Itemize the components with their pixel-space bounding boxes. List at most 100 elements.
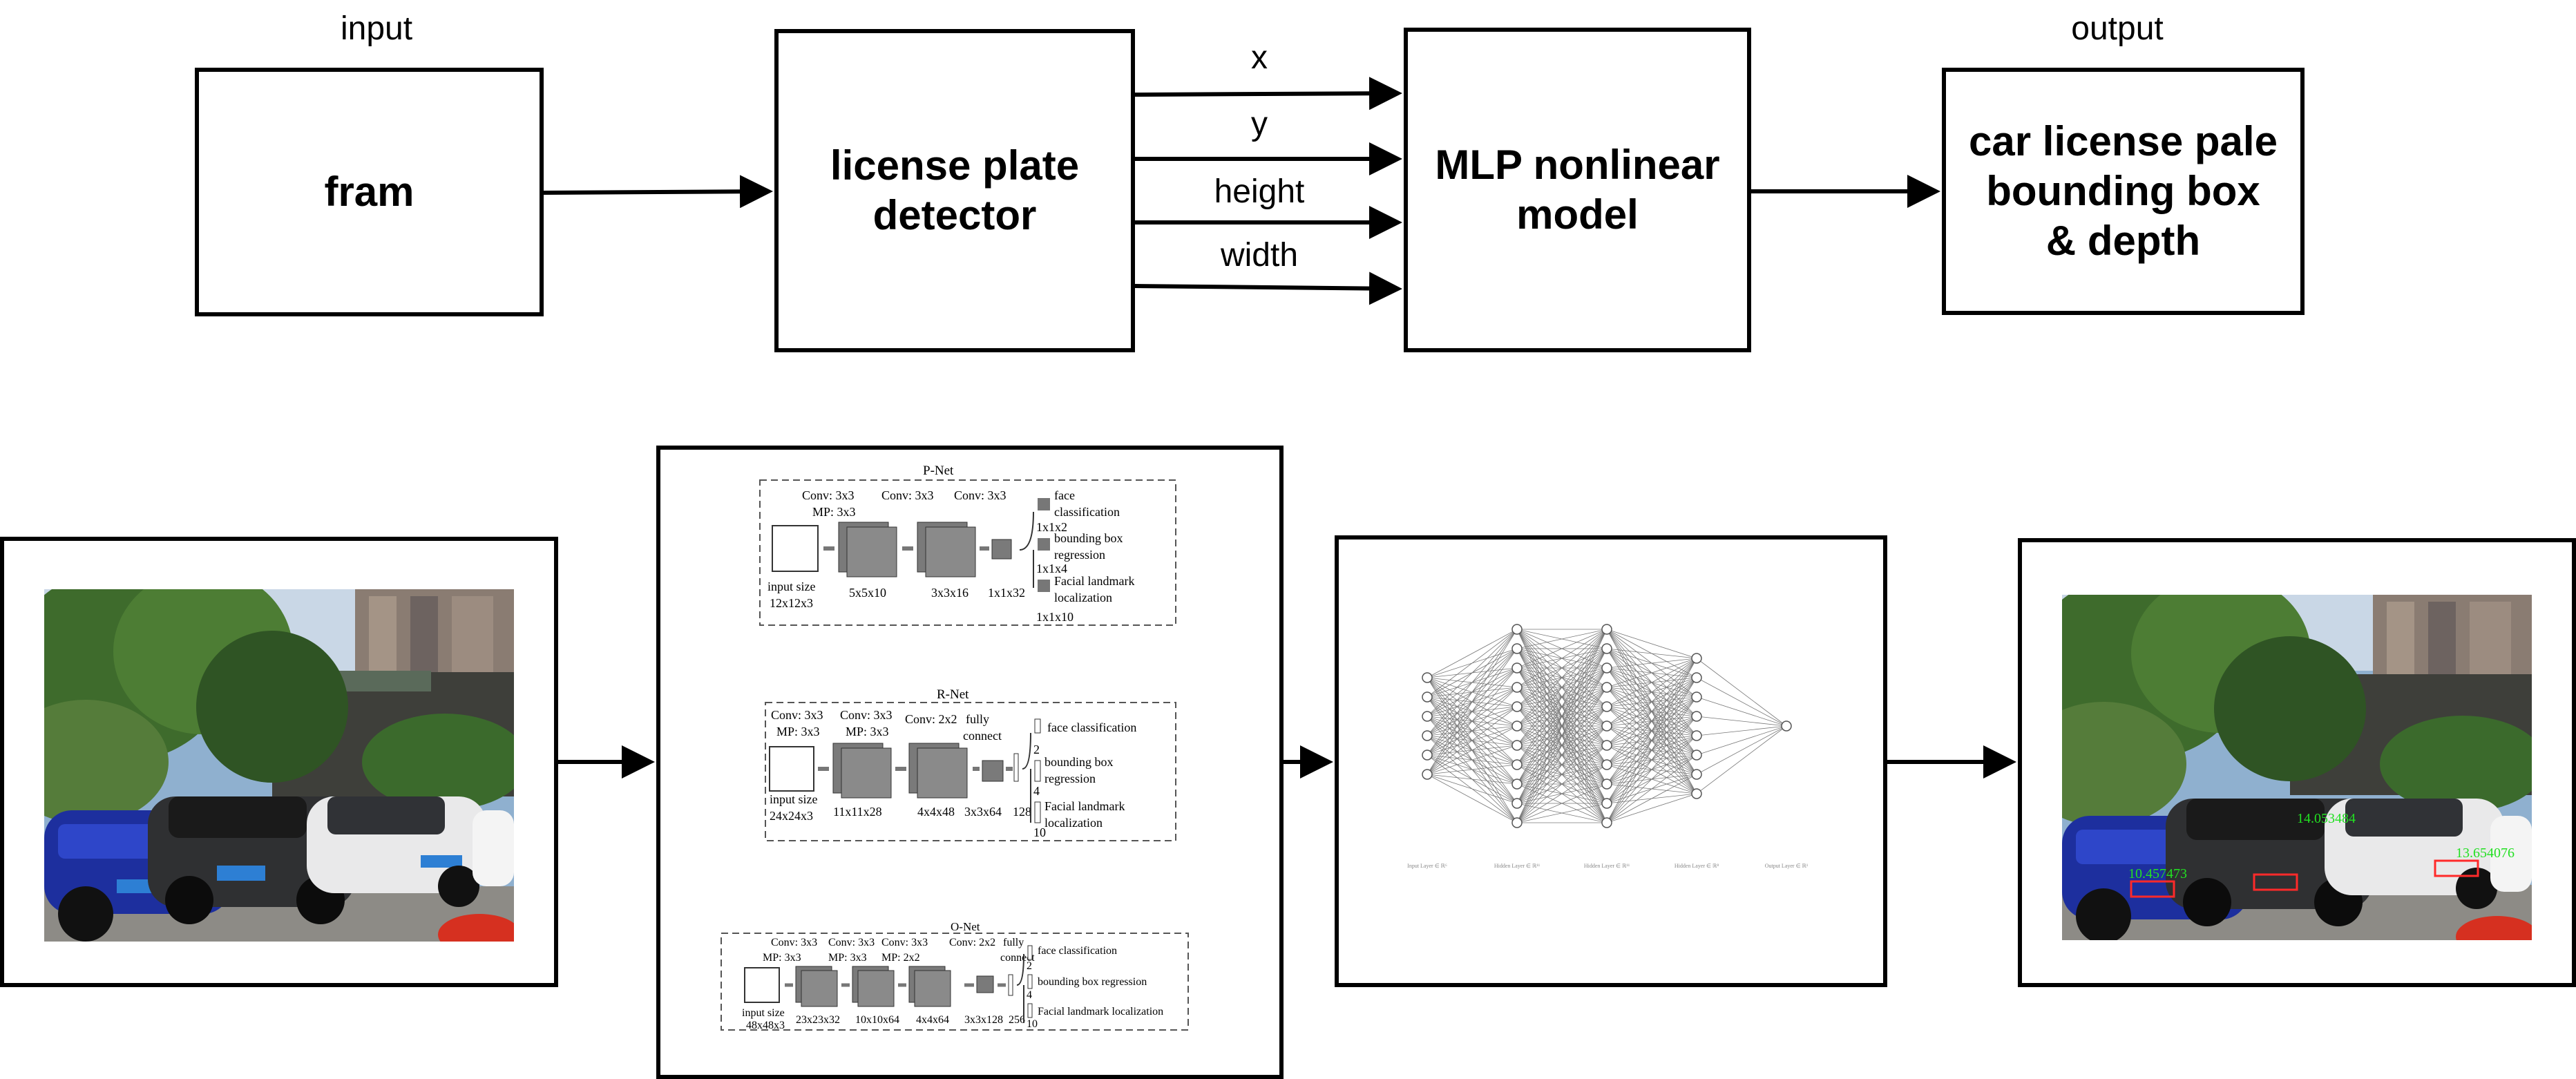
onet-layer-7: Conv: 2x2 xyxy=(949,937,995,948)
mlp-edge xyxy=(1516,629,1607,765)
mlp-node xyxy=(1511,779,1523,790)
onet-input-2: 48x48x3 xyxy=(746,1020,785,1031)
output-line-1: car license pale xyxy=(1969,118,2278,164)
mlp-node xyxy=(1601,759,1612,770)
mlp-node xyxy=(1511,759,1523,770)
onet-layer-9: connect xyxy=(1000,952,1035,964)
output-label: output xyxy=(2071,10,2164,47)
mlp-node xyxy=(1422,769,1433,780)
rnet-out-3: regression xyxy=(1044,772,1096,785)
pnet-out-3: bounding box xyxy=(1054,531,1123,545)
mlp-edge xyxy=(1516,648,1607,823)
rnet-layer-4: MP: 3x3 xyxy=(846,725,889,738)
rnet-layer-3: Conv: 3x3 xyxy=(840,708,893,722)
mlp-edge xyxy=(1606,658,1697,785)
mlp-node xyxy=(1601,720,1612,732)
pnet-input-2: 12x12x3 xyxy=(770,596,813,610)
onet-dim-3: 10 xyxy=(1027,1018,1038,1030)
mlp-edge xyxy=(1516,725,1607,823)
mlp-layer-label: Hidden Layer ∈ ℝ⁸ xyxy=(1675,863,1719,869)
plate-box-2 xyxy=(2253,873,2298,891)
mlp-node xyxy=(1691,711,1702,722)
mlp-edge xyxy=(1427,725,1518,775)
mlp-edge xyxy=(1427,764,1518,775)
mlp-edge xyxy=(1516,629,1607,688)
mlp-edge xyxy=(1696,725,1787,736)
mlp-edge xyxy=(1427,774,1518,823)
pnet-layer-2: MP: 3x3 xyxy=(812,505,856,519)
edge-label-y: y xyxy=(1251,106,1268,142)
mlp-node xyxy=(1601,662,1612,674)
rnet-layer-6: fully xyxy=(966,712,989,726)
mlp-edge xyxy=(1516,629,1607,823)
rnet-out-4: Facial landmark xyxy=(1044,799,1125,813)
mlp-edge xyxy=(1696,696,1787,727)
mlp-node xyxy=(1691,672,1702,683)
mlp-node xyxy=(1601,624,1612,635)
frame-box-text: fram xyxy=(324,169,414,215)
onet-layer-3: Conv: 3x3 xyxy=(828,937,875,948)
mlp-edge xyxy=(1606,658,1697,804)
mlp-edge xyxy=(1427,629,1518,698)
mlp-edge xyxy=(1516,629,1607,746)
mlp-edge xyxy=(1427,667,1518,775)
mlp-edge xyxy=(1606,658,1697,746)
onet-size-4: 3x3x128 xyxy=(964,1014,1003,1026)
rnet-title: R-Net xyxy=(937,687,969,702)
pnet-dim-1: 1x1x2 xyxy=(1036,520,1067,534)
mlp-edge xyxy=(1427,629,1518,775)
mlp-node xyxy=(1511,701,1523,712)
mlp-node xyxy=(1781,720,1792,732)
input-photo-frame xyxy=(0,537,558,987)
plate-box-1 xyxy=(2130,880,2175,898)
rnet-size-1: 11x11x28 xyxy=(833,805,882,819)
mlp-node xyxy=(1422,730,1433,741)
mlp-edge xyxy=(1606,696,1697,823)
mlp-edge xyxy=(1427,629,1518,678)
depth-label-3: 13.654076 xyxy=(2456,846,2515,861)
mlp-edge xyxy=(1427,774,1518,804)
edge-label-height: height xyxy=(1214,173,1305,210)
onet-size-1: 23x23x32 xyxy=(796,1014,840,1026)
mlp-node xyxy=(1601,682,1612,693)
onet-input-1: input size xyxy=(742,1007,785,1019)
mlp-node xyxy=(1691,730,1702,741)
pnet-out-5: Facial landmark xyxy=(1054,574,1134,588)
pnet-out-1: face xyxy=(1054,488,1075,502)
mlp-edge xyxy=(1696,725,1787,756)
mlp-edge xyxy=(1606,658,1697,727)
mlp-edge xyxy=(1696,658,1787,727)
mlp-node xyxy=(1691,691,1702,703)
output-line-3: & depth xyxy=(2045,218,2201,264)
mlp-edge xyxy=(1606,629,1697,659)
rnet-size-2: 4x4x48 xyxy=(917,805,955,819)
onet-dim-2: 4 xyxy=(1027,989,1032,1001)
onet-layer-1: Conv: 3x3 xyxy=(771,937,817,948)
mlp-layer-label: Hidden Layer ∈ ℝ¹¹ xyxy=(1494,863,1540,869)
mlp-layer-label: Output Layer ∈ ℝ¹ xyxy=(1765,863,1809,869)
mtcnn-diagram-frame: P-Net Conv: 3x3 MP: 3x3 Conv: 3x3 Conv: … xyxy=(656,446,1284,1079)
onet-block: O-Net Conv: 3x3 MP: 3x3 Conv: 3x3 MP: 3x… xyxy=(721,920,1189,1031)
mlp-node xyxy=(1601,779,1612,790)
onet-size-2: 10x10x64 xyxy=(855,1014,899,1026)
mlp-edge xyxy=(1516,629,1607,649)
mlp-line-1: MLP nonlinear xyxy=(1435,142,1720,188)
rnet-layer-2: MP: 3x3 xyxy=(776,725,820,738)
mlp-node xyxy=(1511,740,1523,751)
mlp-node xyxy=(1511,624,1523,635)
pnet-size-2: 3x3x16 xyxy=(931,586,969,600)
mlp-edge xyxy=(1516,803,1607,823)
arrow-x xyxy=(1134,77,1402,111)
pnet-out-2: classification xyxy=(1054,505,1120,519)
rnet-out-2: bounding box xyxy=(1044,755,1114,769)
rnet-dim-3: 10 xyxy=(1033,825,1046,839)
onet-size-3: 4x4x64 xyxy=(916,1014,949,1026)
onet-layer-2: MP: 3x3 xyxy=(763,952,801,964)
onet-layer-8: fully xyxy=(1003,937,1024,948)
mlp-edges xyxy=(1427,629,1787,823)
rnet-layer-1: Conv: 3x3 xyxy=(771,708,823,722)
pnet-size-3: 1x1x32 xyxy=(988,586,1025,600)
pnet-dim-3: 1x1x10 xyxy=(1036,610,1074,624)
pnet-layer-1: Conv: 3x3 xyxy=(802,488,855,502)
